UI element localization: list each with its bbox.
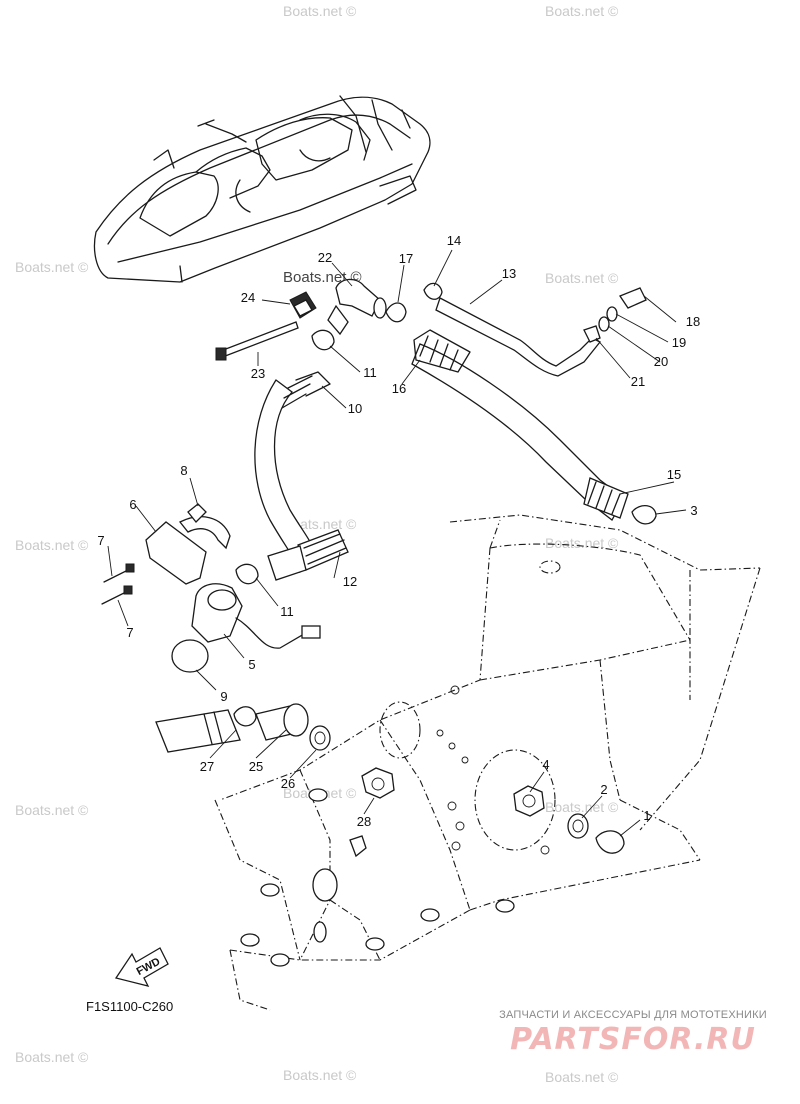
callout-9: 9 (220, 689, 227, 704)
callout-12: 12 (343, 574, 357, 589)
watermark: Boats.net © (15, 802, 89, 818)
callout-16: 16 (392, 381, 406, 396)
watermark: Boats.net © (545, 270, 619, 286)
callout-14: 14 (447, 233, 461, 248)
watermark: Boats.net © (283, 1067, 357, 1083)
callout-18: 18 (686, 314, 700, 329)
watermark: Boats.net © (15, 259, 89, 275)
callout-7: 7 (97, 533, 104, 548)
callout-13: 13 (502, 266, 516, 281)
callout-3: 3 (690, 503, 697, 518)
callout-10: 10 (348, 401, 362, 416)
watermark: Boats.net © (545, 799, 619, 815)
callout-8: 8 (180, 463, 187, 478)
hose-group (155, 297, 629, 753)
diagram-code: F1S1100-C260 (86, 999, 173, 1014)
callout-7: 7 (126, 625, 133, 640)
watermark: Boats.net © (545, 1069, 619, 1085)
callout-26: 26 (281, 776, 295, 791)
callout-25: 25 (249, 759, 263, 774)
brand-tagline: ЗАПЧАСТИ И АКСЕССУАРЫ ДЛЯ МОТОТЕХНИКИ (499, 1009, 767, 1021)
watermark: Boats.net © (15, 537, 89, 553)
brand-logo: PARTSFOR.RU (510, 1022, 756, 1057)
callout-1: 1 (643, 808, 650, 823)
fwd-arrow: FWD (114, 947, 169, 987)
callout-2: 2 (600, 782, 607, 797)
callout-28: 28 (357, 814, 371, 829)
callout-19: 19 (672, 335, 686, 350)
watermark: Boats.net © (545, 3, 619, 19)
callout-11: 11 (280, 604, 294, 619)
callout-15: 15 (667, 467, 681, 482)
hull-mount-outline (214, 514, 761, 1011)
callout-6: 6 (129, 497, 136, 512)
callout-21: 21 (631, 374, 645, 389)
callout-24: 24 (241, 290, 255, 305)
watermark: Boats.net © (15, 1049, 89, 1065)
watermark: Boats.net © (283, 3, 357, 19)
callout-20: 20 (654, 354, 668, 369)
leader-lines (107, 249, 687, 837)
callout-23: 23 (251, 366, 265, 381)
callout-22: 22 (318, 250, 332, 265)
watercraft-illustration (93, 95, 431, 283)
component-group (101, 278, 657, 854)
callout-labels: 1 2 3 4 5 6 7 7 8 9 10 11 11 12 13 14 15… (97, 233, 700, 829)
callout-27: 27 (200, 759, 214, 774)
watermark: Boats.net © (545, 535, 619, 551)
callout-4: 4 (542, 757, 549, 772)
callout-11: 11 (363, 365, 377, 380)
callout-5: 5 (248, 657, 255, 672)
callout-17: 17 (399, 251, 413, 266)
